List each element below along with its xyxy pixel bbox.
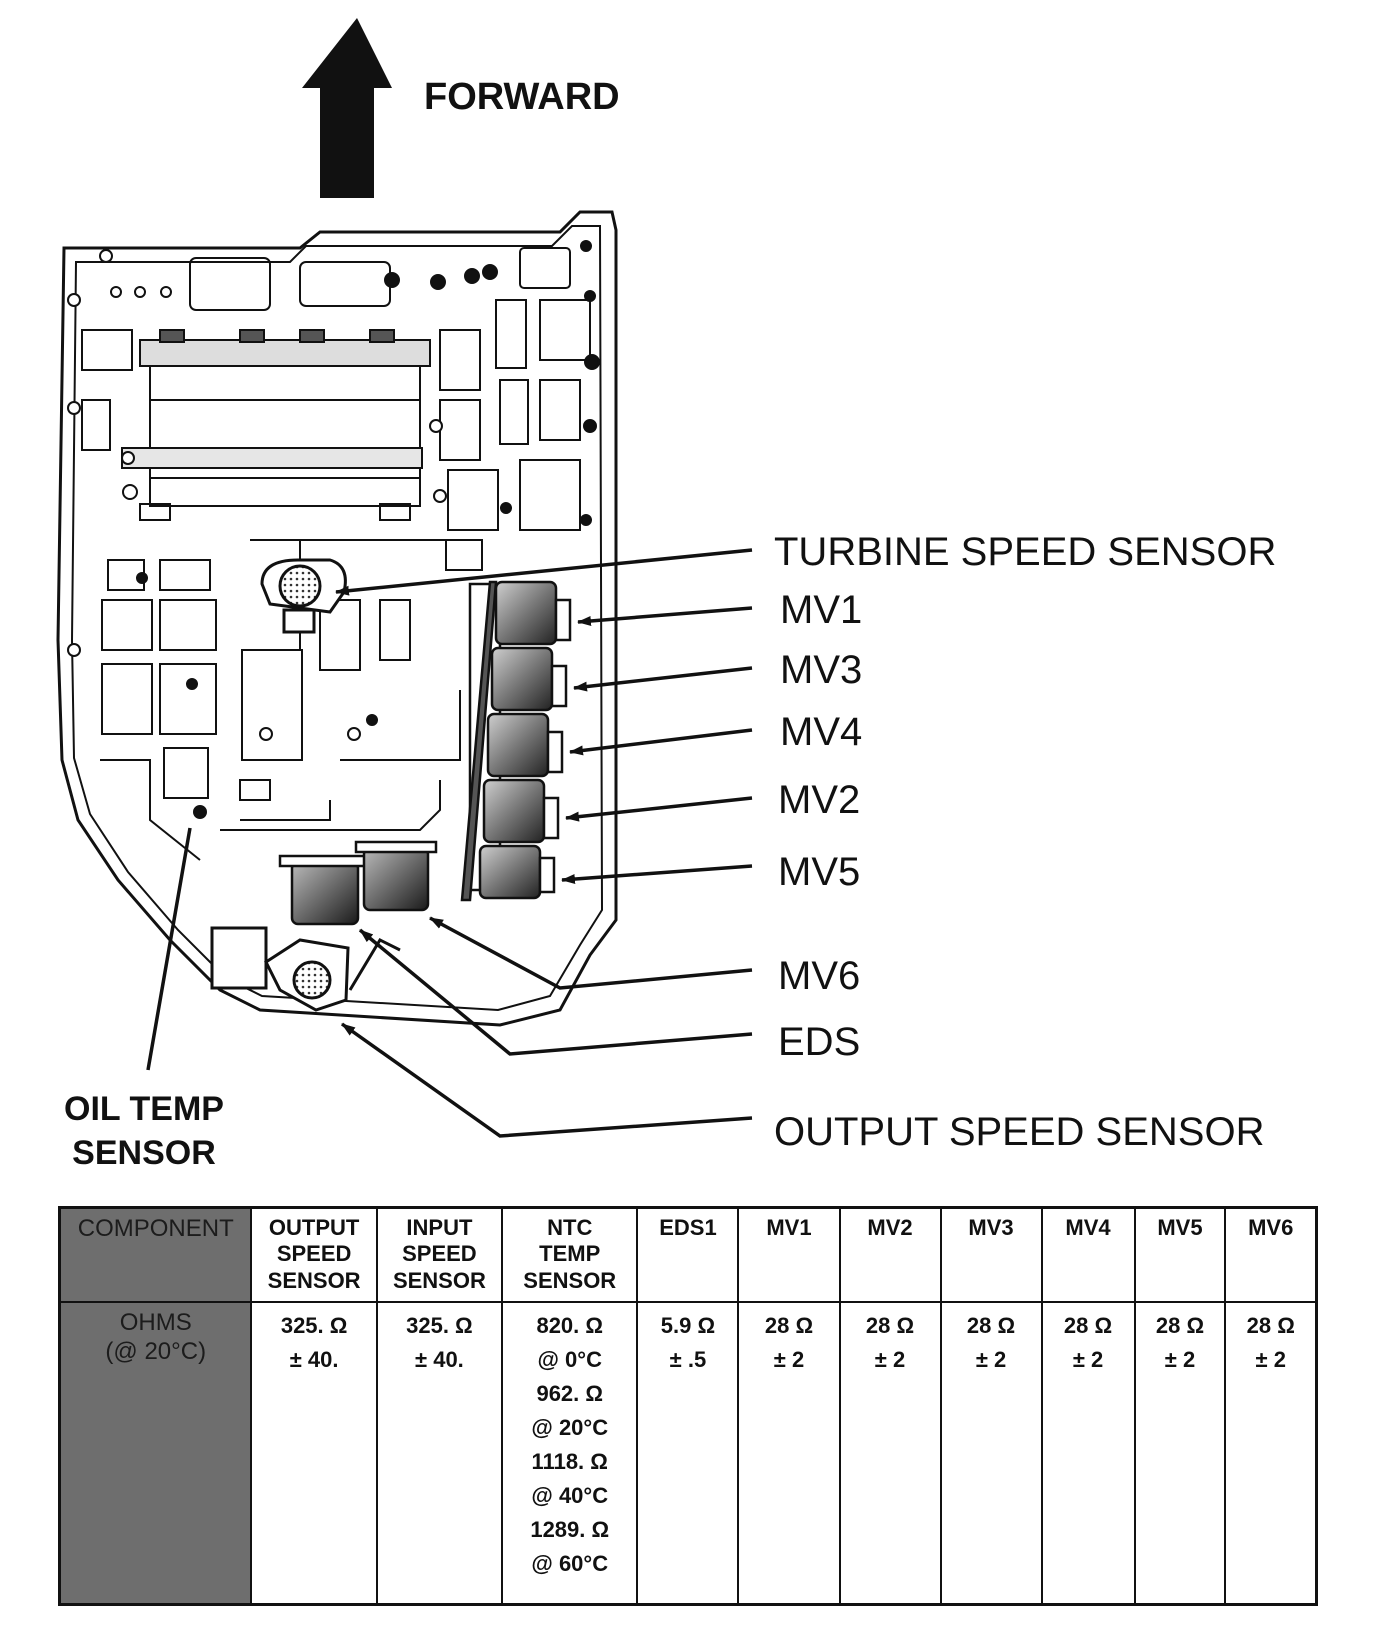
resistance-value: ± 2 — [1164, 1347, 1196, 1372]
resistance-value: 28 Ω — [1063, 1313, 1113, 1338]
resistance-value-cell: 28 Ω ± 2 — [1224, 1301, 1318, 1606]
eds-label: EDS — [778, 1020, 861, 1064]
column-header-line: SPEED — [276, 1241, 352, 1267]
resistance-value: 820. Ω — [536, 1313, 604, 1338]
column-header: MV2 — [838, 1206, 942, 1303]
resistance-value-cell: 28 Ω ± 2 — [1133, 1301, 1227, 1606]
column-header-line: SPEED — [402, 1241, 477, 1267]
column-header-line: SENSOR — [392, 1267, 486, 1293]
resistance-value: ± 40. — [415, 1347, 464, 1372]
resistance-value: ± 2 — [874, 1347, 906, 1372]
resistance-value-cell: 820. Ω @ 0°C 962. Ω @ 20°C 1118. Ω @ 40°C 1289… — [501, 1301, 639, 1606]
resistance-value-cell: 325. Ω ± 40. — [375, 1301, 504, 1606]
forward-label: FORWARD — [424, 76, 620, 118]
resistance-value: 1289. Ω — [530, 1517, 610, 1542]
resistance-value: ± .5 — [669, 1347, 707, 1372]
oil-temp-sensor-label: OIL TEMP SENSOR — [64, 1088, 224, 1175]
column-header: EDS1 — [636, 1206, 740, 1303]
bolt-holes — [67, 240, 600, 819]
resistance-value-cell: 28 Ω ± 2 — [737, 1301, 841, 1606]
oil-temp-line1: OIL TEMP — [64, 1090, 224, 1128]
resistance-value-cell: 325. Ω ± 40. — [250, 1301, 378, 1606]
column-header-line: MV6 — [1248, 1215, 1294, 1240]
column-header: MV1 — [737, 1206, 841, 1303]
resistance-value: 28 Ω — [1246, 1313, 1295, 1338]
column-header-line: MV5 — [1157, 1215, 1203, 1240]
resistance-value: @ 0°C — [537, 1347, 602, 1372]
turbine-speed-sensor-label: TURBINE SPEED SENSOR — [774, 530, 1277, 574]
column-header-line: MV2 — [867, 1215, 913, 1240]
column-header-line: TEMP — [539, 1241, 601, 1267]
resistance-value: @ 20°C — [531, 1415, 609, 1440]
column-header: MV4 — [1040, 1206, 1136, 1303]
resistance-value: @ 40°C — [531, 1483, 609, 1508]
column-header-line: MV1 — [766, 1215, 812, 1240]
valve-body-plate — [56, 210, 618, 1027]
resistance-value: 5.9 Ω — [660, 1313, 716, 1338]
resistance-value: ± 40. — [289, 1347, 339, 1372]
column-header-line: MV4 — [1065, 1215, 1111, 1240]
column-header: MV6 — [1224, 1206, 1318, 1303]
resistance-value-cell: 28 Ω ± 2 — [1040, 1301, 1136, 1606]
column-header-line: OUTPUT — [268, 1215, 360, 1240]
column-header-line: SENSOR — [523, 1267, 617, 1293]
mv2-label: MV2 — [778, 778, 861, 822]
resistance-value: @ 60°C — [531, 1551, 609, 1576]
mv4-label: MV4 — [780, 710, 863, 754]
resistance-value: 28 Ω — [764, 1313, 814, 1338]
mv6-solenoid — [354, 840, 438, 912]
upper-valve-bank — [121, 329, 431, 521]
resistance-value-cell: 28 Ω ± 2 — [939, 1301, 1043, 1606]
oil-temp-line2: SENSOR — [72, 1133, 216, 1172]
mv1-label: MV1 — [780, 588, 863, 632]
column-header: MV5 — [1133, 1206, 1227, 1303]
resistance-value: ± 2 — [975, 1347, 1007, 1372]
resistance-value: 28 Ω — [1155, 1313, 1205, 1338]
table-ohms-row: OHMS (@ 20°C) 325. Ω ± 40. 325. Ω ± 40. 82… — [58, 1301, 1318, 1606]
callout-leader-lines — [146, 548, 753, 1138]
output-speed-sensor-label: OUTPUT SPEED SENSOR — [774, 1110, 1265, 1154]
column-header-line: MV3 — [968, 1215, 1014, 1240]
mv6-label: MV6 — [778, 954, 861, 998]
mv5-label: MV5 — [778, 850, 861, 894]
column-header-line: SENSOR — [267, 1267, 361, 1293]
ohms-label: OHMS — [119, 1309, 192, 1336]
column-header-line: INPUT — [406, 1215, 473, 1240]
resistance-value: ± 2 — [773, 1347, 805, 1372]
resistance-value-cell: 28 Ω ± 2 — [838, 1301, 942, 1606]
eds-solenoid — [278, 854, 372, 926]
output-speed-sensor — [210, 926, 401, 1012]
resistance-value: 962. Ω — [536, 1381, 604, 1406]
valve-body-diagram — [56, 18, 753, 1138]
resistance-value: ± 2 — [1072, 1347, 1104, 1372]
resistance-value: ± 2 — [1255, 1347, 1286, 1372]
resistance-value: 1118. Ω — [531, 1449, 608, 1474]
resistance-value: 325. Ω — [406, 1313, 473, 1338]
solenoid-stack — [460, 580, 572, 902]
turbine-speed-sensor — [260, 558, 347, 634]
column-header-line: NTC — [547, 1215, 593, 1240]
resistance-value: 28 Ω — [865, 1313, 915, 1338]
mv3-label: MV3 — [780, 648, 863, 692]
forward-arrow-icon — [302, 18, 392, 198]
column-header: MV3 — [939, 1206, 1043, 1303]
ohms-header-cell: OHMS (@ 20°C) — [58, 1301, 253, 1606]
resistance-value-cell: 5.9 Ω ± .5 — [636, 1301, 740, 1606]
resistance-value: 28 Ω — [966, 1313, 1016, 1338]
resistance-value: 325. Ω — [280, 1313, 348, 1338]
ohms-condition: (@ 20°C) — [105, 1337, 207, 1365]
component-header-cell: COMPONENT — [58, 1206, 253, 1303]
column-header-line: EDS1 — [659, 1215, 717, 1240]
